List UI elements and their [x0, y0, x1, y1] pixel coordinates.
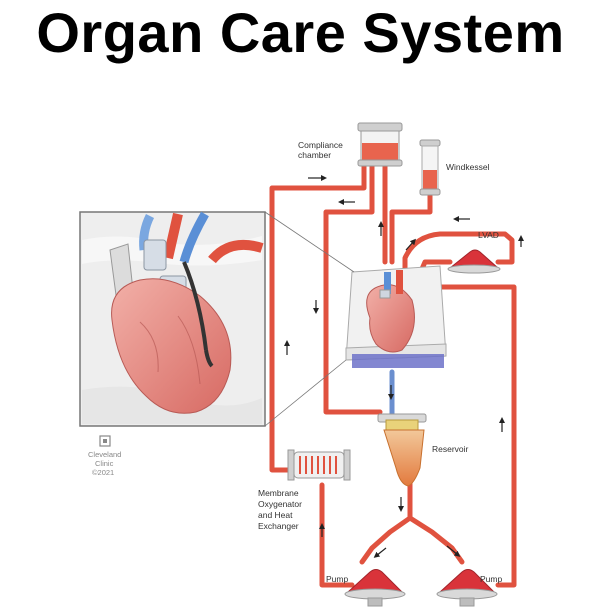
compliance-chamber-label-2: chamber	[298, 150, 331, 160]
lvad-label: LVAD	[478, 230, 499, 240]
page-title: Organ Care System	[36, 1, 565, 64]
reservoir-label: Reservoir	[432, 444, 469, 454]
compliance-chamber-label-1: Compliance	[298, 140, 343, 150]
oxygenator-label-4: Exchanger	[258, 521, 299, 531]
lvad-pump	[447, 249, 501, 274]
tube-left-return	[269, 162, 367, 473]
pump-right	[436, 569, 498, 607]
tube-pump-oxygenator	[319, 482, 355, 588]
credit-line-3: ©2021	[92, 468, 114, 477]
credit-line-2: Clinic	[95, 459, 114, 468]
tube-y-right	[407, 515, 465, 565]
tube-windkessel	[389, 193, 433, 265]
pump-left	[344, 569, 406, 607]
tube-lvad-loop	[402, 231, 515, 291]
windkessel-label: Windkessel	[446, 162, 490, 172]
oxygenator-label-1: Membrane	[258, 488, 299, 498]
compliance-chamber	[357, 122, 403, 167]
credit-line-1: Cleveland	[88, 450, 121, 459]
cleveland-clinic-logo	[99, 435, 111, 447]
heart-chamber	[345, 265, 447, 368]
oxygenator-label-3: and Heat	[258, 510, 293, 520]
pump-right-label: Pump	[480, 574, 502, 584]
flow-arrows	[284, 175, 524, 558]
pump-left-label: Pump	[326, 574, 348, 584]
oxygenator-label-2: Oxygenator	[258, 499, 302, 509]
reservoir	[377, 413, 427, 487]
membrane-oxygenator	[287, 449, 351, 481]
zoom-lines	[264, 211, 355, 427]
tubing	[269, 162, 517, 588]
tube-inner-left	[323, 162, 383, 415]
windkessel	[419, 139, 441, 196]
tube-y-left	[359, 515, 413, 565]
heart-detail-inset	[79, 211, 266, 427]
